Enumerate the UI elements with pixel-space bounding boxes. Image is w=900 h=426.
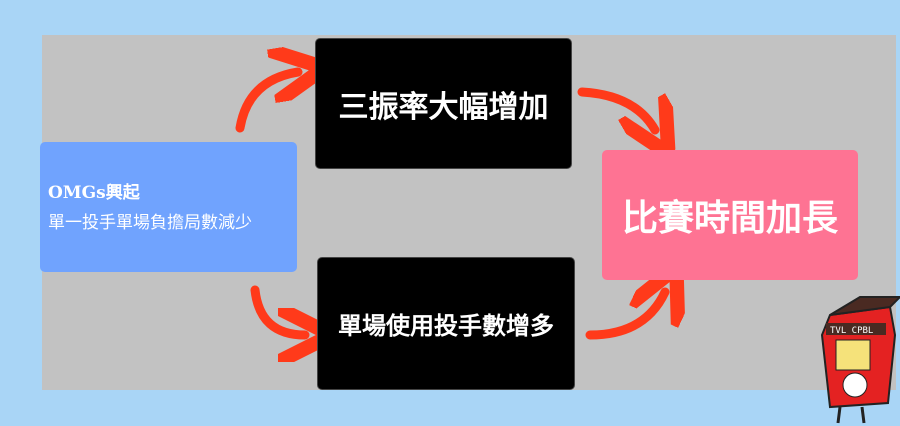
cause-title: OMGs興起 — [48, 183, 140, 203]
cause-detail: 單一投手單場負擔局數減少 — [48, 213, 252, 233]
pitchers-used-node: 單場使用投手數增多 — [317, 257, 575, 390]
mascot-logo: TVL CPBL — [820, 296, 900, 424]
arrow-strikeout-to-result — [577, 87, 655, 130]
arrow-to-pitchers — [250, 285, 305, 335]
game-time-result-node: 比賽時間加長 — [602, 150, 858, 280]
omgs-cause-node: OMGs興起 單一投手單場負擔局數減少 — [40, 142, 297, 272]
svg-text:TVL CPBL: TVL CPBL — [830, 326, 873, 336]
arrow-pitchers-to-result — [585, 292, 665, 340]
arrow-to-strikeout — [235, 72, 298, 133]
strikeout-rate-node: 三振率大幅增加 — [315, 38, 572, 169]
